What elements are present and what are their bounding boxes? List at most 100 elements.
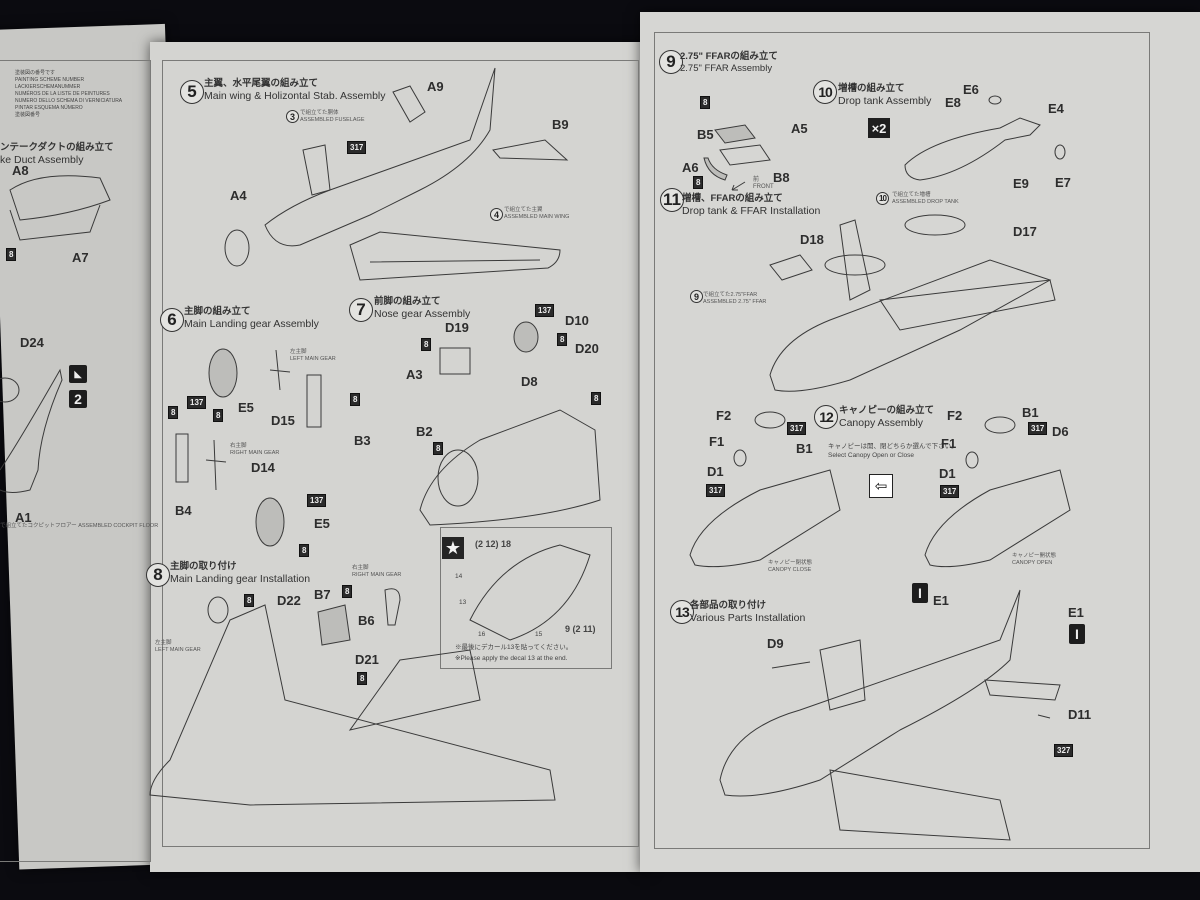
- step-11-title: 増槽、FFARの組み立て Drop tank & FFAR Installati…: [682, 193, 820, 217]
- right-main-gear-label: 右主脚 RIGHT MAIN GEAR: [230, 443, 279, 457]
- part-label-b7: B7: [314, 587, 331, 602]
- paint-legend-text: 塗装図の番号です PAINTING SCHEME NUMBER LACKIERS…: [15, 70, 122, 119]
- part-label-e9: E9: [1013, 176, 1029, 191]
- step-6-title: 主脚の組み立て Main Landing gear Assembly: [184, 306, 319, 330]
- ref-step-4: 4: [490, 208, 503, 221]
- part-label-f2: F2: [716, 408, 732, 423]
- part-label-b9: B9: [552, 117, 569, 132]
- canopy-open-label-jp: キャノピー開状態: [1012, 553, 1057, 559]
- paint-scheme-icon: ◣: [69, 365, 87, 383]
- ref-step-3: 3: [286, 110, 299, 123]
- part-label-a5: A5: [791, 121, 808, 136]
- ref-en: ASSEMBLED 2.75" FFAR: [703, 299, 767, 305]
- part-label-b3: B3: [354, 433, 371, 448]
- paint-code: 137: [307, 494, 327, 507]
- step-13-title-jp: 各部品の取り付け: [690, 600, 767, 611]
- part-label-e1: E1: [933, 593, 949, 608]
- step-number-5: 5: [180, 80, 204, 104]
- middle-page-frame: [162, 60, 639, 847]
- step-13-title: 各部品の取り付け Various Parts Installation: [690, 600, 805, 624]
- decal-badge: I: [912, 583, 928, 603]
- step-6-title-jp: 主脚の組み立て: [184, 306, 251, 317]
- step-7-title-en: Nose gear Assembly: [374, 308, 471, 320]
- step-5-title: 主翼、水平尾翼の組み立て Main wing & Holizontal Stab…: [204, 78, 386, 102]
- ref-jp: で組立てた2.75"FFAR: [703, 292, 758, 298]
- paint-code: 8: [357, 672, 368, 685]
- part-label-e5: E5: [238, 400, 254, 415]
- step-13-title-en: Various Parts Installation: [690, 612, 806, 624]
- paint-legend-line: NUMÉROS DE LA LISTE DE PEINTURES: [15, 91, 110, 97]
- decal-badge: I: [1069, 624, 1085, 644]
- step-5-title-jp: 主翼、水平尾翼の組み立て: [204, 78, 319, 89]
- paint-code: 137: [187, 396, 207, 409]
- step-11-title-jp: 増槽、FFARの組み立て: [682, 193, 783, 204]
- ref-jp: で組立てた増槽: [892, 192, 931, 198]
- label-en: LEFT MAIN GEAR: [290, 356, 336, 362]
- step-10-title-en: Drop tank Assembly: [838, 95, 932, 107]
- right-page-frame: [654, 32, 1150, 849]
- part-label-f2-open: F2: [947, 408, 963, 423]
- paint-code: 8: [168, 406, 179, 419]
- part-label-d19: D19: [445, 320, 469, 335]
- part-label-d17: D17: [1013, 224, 1037, 239]
- step-9-title-jp: 2.75" FFARの組み立て: [680, 51, 778, 62]
- step-11-title-en: Drop tank & FFAR Installation: [682, 205, 821, 217]
- decal-number: 13: [459, 599, 467, 606]
- part-label-d20: D20: [575, 341, 599, 356]
- decal-number: 15: [535, 631, 543, 638]
- part-label-b2: B2: [416, 424, 433, 439]
- label-en: RIGHT MAIN GEAR: [352, 572, 402, 578]
- step-12-title-jp: キャノピーの組み立て: [839, 405, 935, 416]
- part-label-d14: D14: [251, 460, 275, 475]
- canopy-select-note: キャノピーは開、閉どちらか選んで下さい。 Select Canopy Open …: [828, 442, 958, 460]
- step-10-title: 増槽の組み立て Drop tank Assembly: [838, 83, 931, 107]
- decal-number: 14: [455, 573, 463, 580]
- canopy-open-label-en: CANOPY OPEN: [1012, 560, 1053, 566]
- ref-en: ASSEMBLED DROP TANK: [892, 199, 959, 205]
- part-label-e1-right: E1: [1068, 605, 1084, 620]
- paint-legend-line: NUMERO DELLO SCHEMA DI VERNICIATURA: [15, 98, 123, 104]
- paint-code: 317: [940, 485, 960, 498]
- part-label-b1: B1: [796, 441, 813, 456]
- decal-refs-bottom: 9 (2 11): [565, 624, 596, 634]
- part-label-d6: D6: [1052, 424, 1069, 439]
- part-label-a3: A3: [406, 367, 423, 382]
- step-5-title-en: Main wing & Holizontal Stab. Assembly: [204, 90, 386, 102]
- part-label-e7: E7: [1055, 175, 1071, 190]
- ref-assembled-drop-tank: で組立てた増槽 ASSEMBLED DROP TANK: [892, 192, 959, 206]
- paint-code: 8: [213, 409, 224, 422]
- front-label-en: FRONT: [753, 184, 774, 190]
- paint-code: 8: [421, 338, 432, 351]
- paint-legend-line: PINTAR ESQUEMA NÚMERO: [15, 105, 83, 111]
- part-label-b5: B5: [697, 127, 714, 142]
- paint-code: 327: [1054, 744, 1074, 757]
- part-label-a7: A7: [72, 250, 89, 265]
- part-label-b4: B4: [175, 503, 192, 518]
- step-12-title: キャノピーの組み立て Canopy Assembly: [839, 405, 934, 429]
- part-label-d10: D10: [565, 313, 589, 328]
- paint-code: 8: [433, 442, 444, 455]
- step-6-title-en: Main Landing gear Assembly: [184, 318, 319, 330]
- part-label-a1: A1: [15, 510, 32, 525]
- step-7-title-jp: 前脚の組み立て: [374, 296, 441, 307]
- right-main-gear-label: 右主脚 RIGHT MAIN GEAR: [352, 565, 401, 579]
- decal-note-jp: ※最後にデカール13を貼ってください。: [455, 644, 573, 651]
- canopy-select-note-en: Select Canopy Open or Close: [828, 452, 914, 459]
- decal-note-en: ※Please apply the decal 13 at the end.: [455, 655, 568, 662]
- paint-code: 8: [693, 176, 704, 189]
- ref-assembled-main-wing: で組立てた主翼 ASSEMBLED MAIN WING: [504, 207, 569, 221]
- ref-assembled-fuselage: で組立てた胴体 ASSEMBLED FUSELAGE: [300, 110, 365, 124]
- step-10-title-jp: 増槽の組み立て: [838, 83, 905, 94]
- step-8-title-jp: 主脚の取り付け: [170, 561, 237, 572]
- step-number-8: 8: [146, 563, 170, 587]
- paint-code: 317: [1028, 422, 1048, 435]
- ref-assembled-ffar: で組立てた2.75"FFAR ASSEMBLED 2.75" FFAR: [703, 292, 766, 306]
- paint-code: 317: [347, 141, 367, 154]
- part-label-d9: D9: [767, 636, 784, 651]
- decal-badge: 2: [69, 390, 87, 408]
- front-label: 前 FRONT: [753, 177, 774, 191]
- canopy-open-label: キャノピー開状態 CANOPY OPEN: [1012, 553, 1056, 567]
- part-label-d22: D22: [277, 593, 301, 608]
- label-jp: 左主脚: [155, 640, 172, 646]
- step-9-title-en: 2.75" FFAR Assembly: [680, 63, 773, 74]
